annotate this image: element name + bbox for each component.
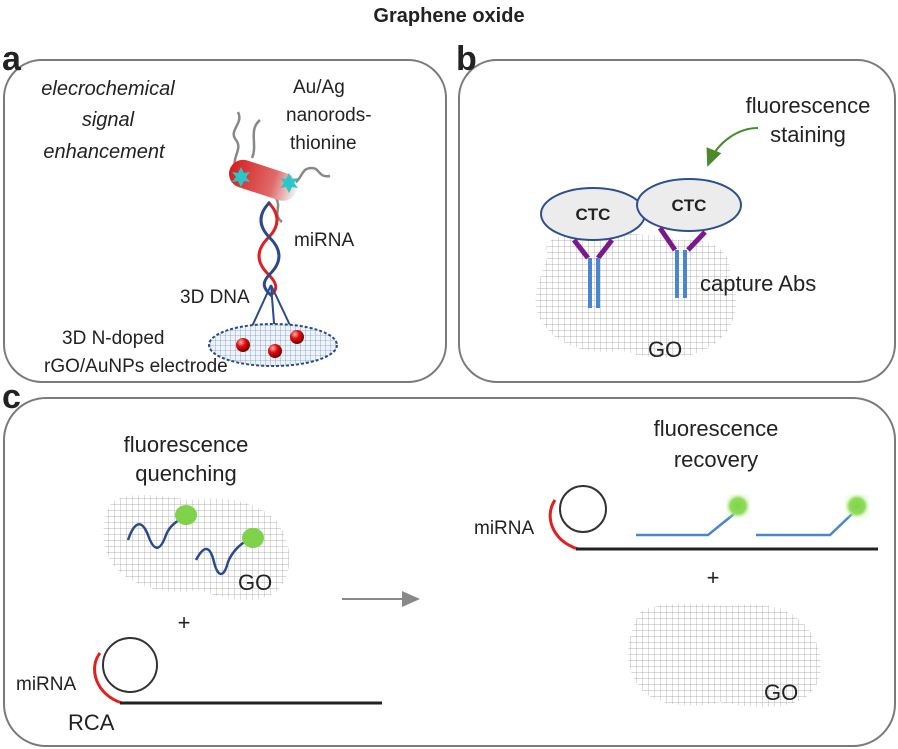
method-label-line1: elecrochemical <box>41 78 175 100</box>
go-label-left: GO <box>238 570 272 595</box>
panel-a-frame <box>3 59 447 383</box>
nanorod-tethers <box>232 111 331 223</box>
released-probe <box>636 494 750 537</box>
primer-mirna <box>93 652 123 705</box>
method-label-line3: enhancement <box>43 141 166 163</box>
panel-b: b fluorescence staining CTC CTC capture … <box>456 40 896 383</box>
released-probe <box>756 494 869 537</box>
electrode-label-line1: 3D N-doped <box>62 328 164 349</box>
circular-template-icon <box>559 485 607 533</box>
thionine-star-icon <box>232 167 298 193</box>
fluorophore-icon <box>242 528 264 548</box>
gold-nanoparticle-icon <box>236 330 304 358</box>
method-label-line2: signal <box>82 109 135 131</box>
dna3d-label: 3D DNA <box>180 287 250 308</box>
mirna-dna-helix <box>257 200 281 298</box>
stain-arrow <box>706 127 759 167</box>
ctc-label-1: CTC <box>576 205 611 224</box>
go-label-right: GO <box>764 680 798 705</box>
go-sheet-icon <box>628 603 822 708</box>
mirna-label: miRNA <box>294 230 354 251</box>
nanorod-icon <box>228 159 297 201</box>
fluorophore-icon <box>175 505 197 525</box>
antibody-label: capture Abs <box>700 271 816 296</box>
probe-label-line2: nanorods- <box>286 105 372 126</box>
panel-c-label: c <box>2 378 21 416</box>
stain-label-line2: staining <box>770 122 846 147</box>
primer-mirna <box>548 499 579 551</box>
probe-strand <box>194 538 249 576</box>
antibody-icon <box>657 226 707 298</box>
probe-label-line1: Au/Ag <box>293 77 345 98</box>
ctc-label-2: CTC <box>672 196 707 215</box>
panel-b-frame <box>458 59 896 383</box>
recovery-label-line1: fluorescence <box>654 416 779 441</box>
figure-title: Graphene oxide <box>373 5 524 27</box>
antibody-icon <box>572 238 614 308</box>
recovery-label-line2: recovery <box>674 447 758 472</box>
quench-label-line2: quenching <box>135 461 237 486</box>
quench-label-line1: fluorescence <box>124 432 249 457</box>
panel-a-label: a <box>2 40 22 78</box>
go-sheet-icon <box>103 495 290 600</box>
probe-strand <box>126 516 185 549</box>
stain-label-line1: fluorescence <box>746 93 871 118</box>
go-label-b: GO <box>648 337 682 362</box>
electrode-label-line2: rGO/AuNPs electrode <box>44 356 228 377</box>
probe-label-line3: thionine <box>290 133 357 154</box>
plus-right: + <box>707 565 720 590</box>
rca-label: RCA <box>68 710 115 735</box>
panel-c: c fluorescence quenching GO + miRNA RCA … <box>2 378 896 747</box>
fluorophore-icon <box>845 494 869 518</box>
panel-b-label: b <box>456 40 477 78</box>
plus-left: + <box>178 610 191 635</box>
mirna-label-right: miRNA <box>474 518 534 539</box>
ctc-cell-2 <box>636 178 742 232</box>
panel-a: a elecrochemical signal enhancement Au/A… <box>2 40 447 383</box>
panel-c-frame <box>3 397 896 747</box>
mirna-label-left: miRNA <box>16 674 76 695</box>
circular-template-icon <box>102 637 158 693</box>
fluorophore-icon <box>726 494 750 518</box>
